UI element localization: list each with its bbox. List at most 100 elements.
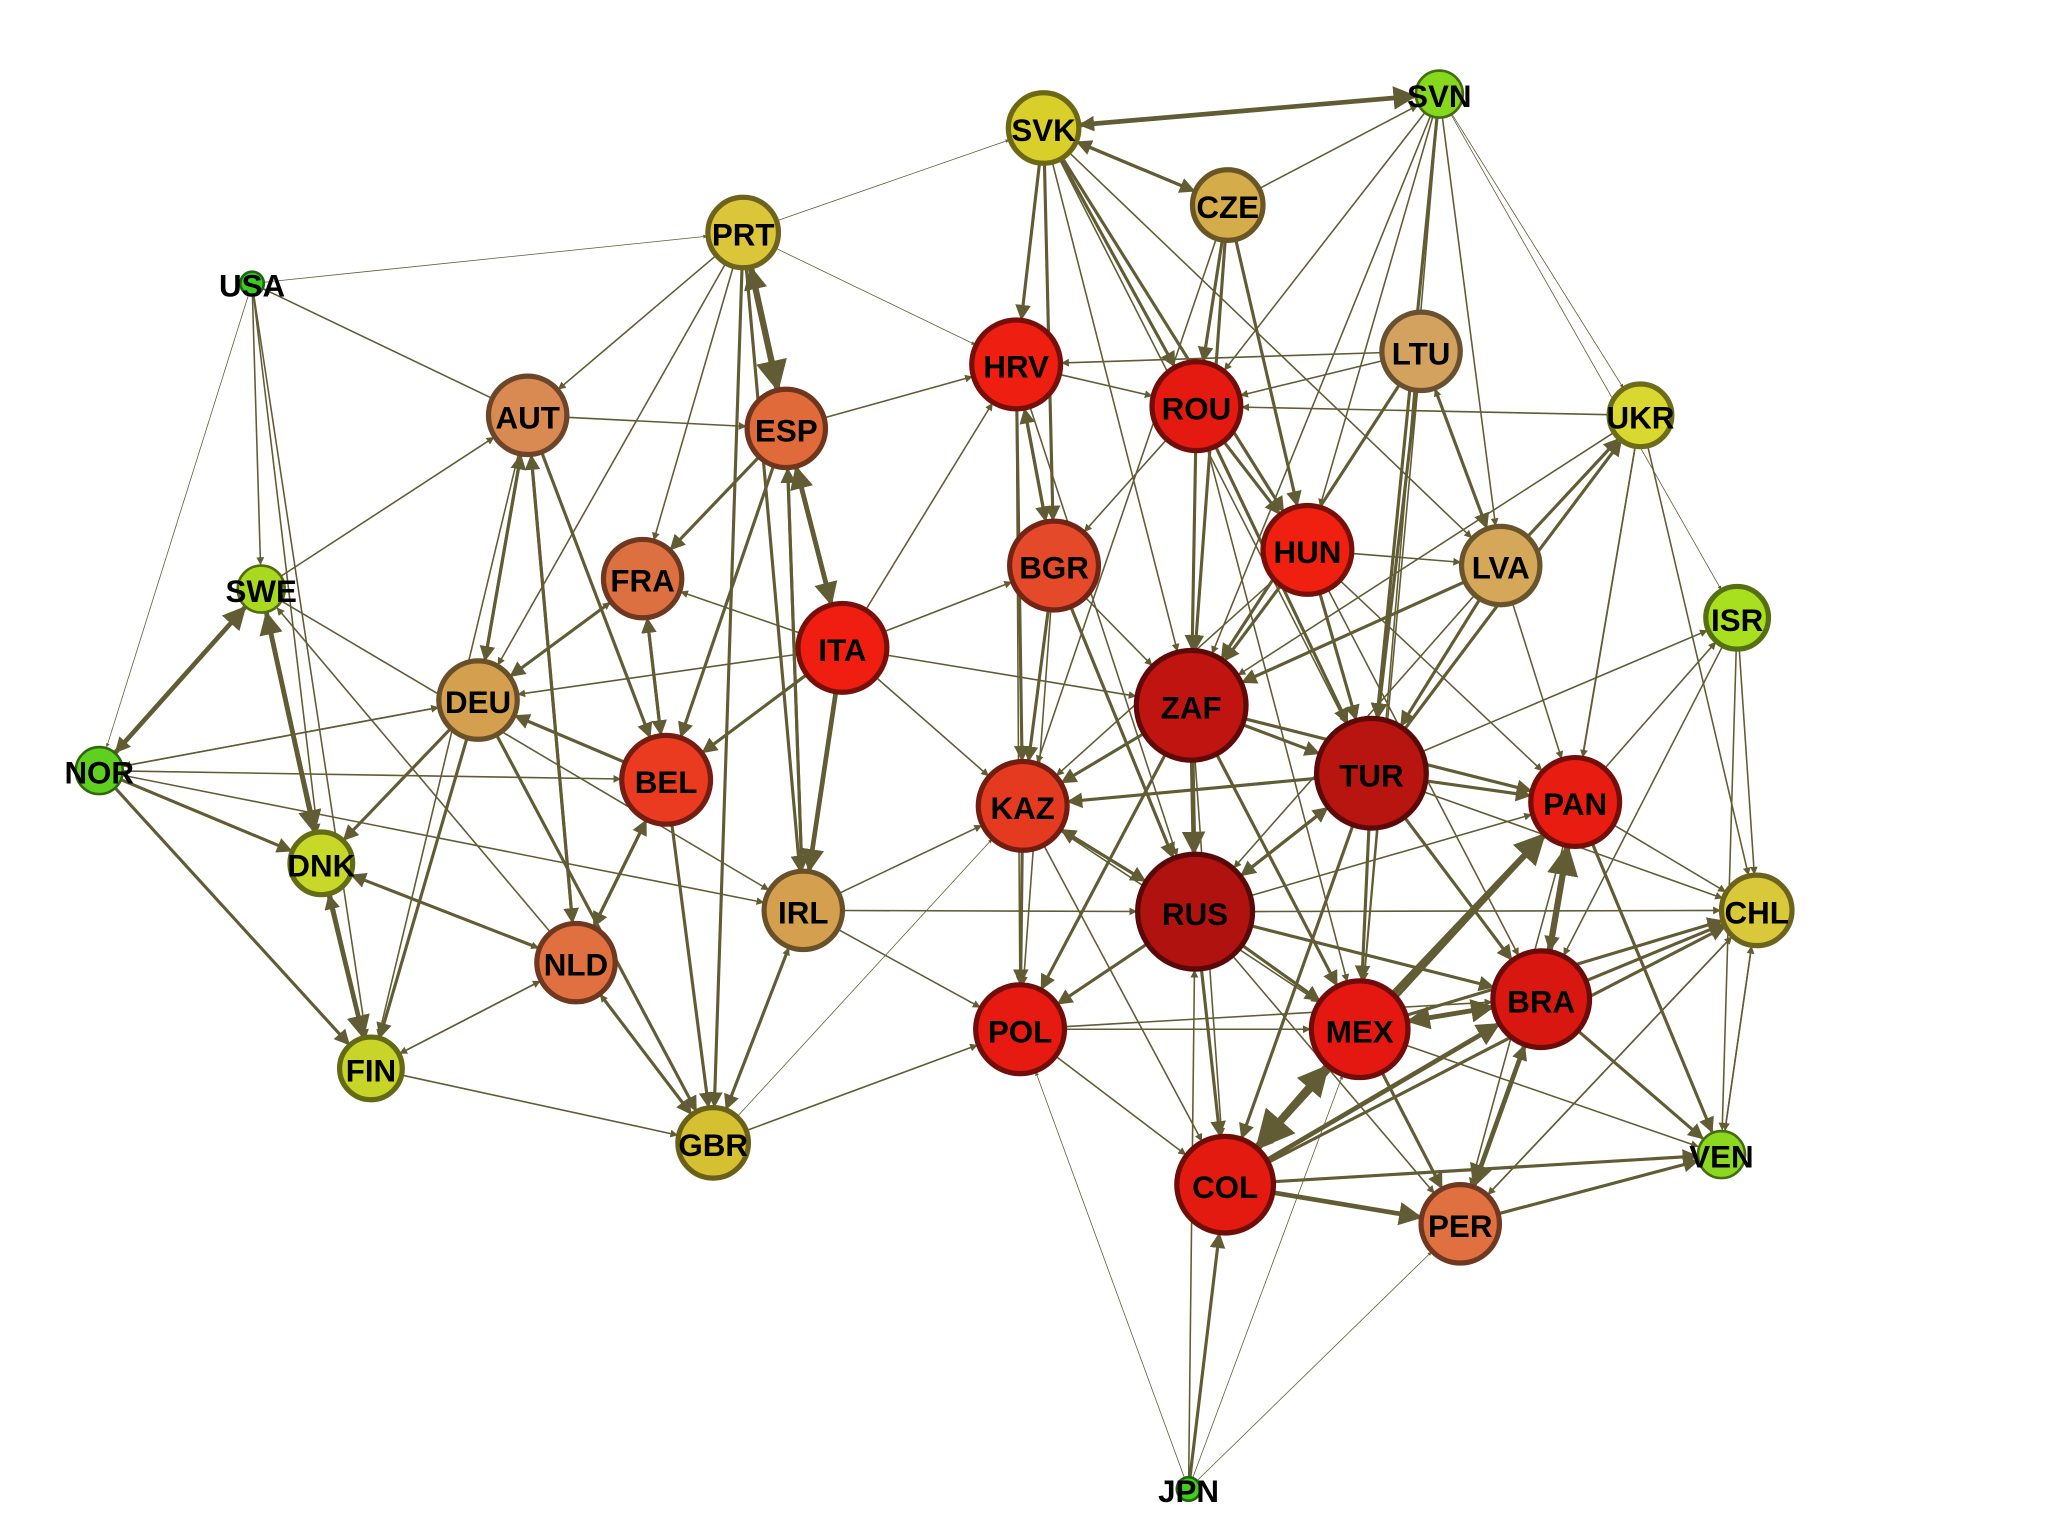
node-mex[interactable]: MEX	[1308, 978, 1411, 1081]
node-pan[interactable]: PAN	[1528, 754, 1623, 849]
node-jpn[interactable]: JPN	[1158, 1474, 1219, 1509]
node-circle[interactable]	[436, 658, 520, 742]
edge-dnk-nld	[350, 874, 540, 949]
node-deu[interactable]: DEU	[436, 658, 520, 742]
node-circle[interactable]	[1313, 715, 1429, 831]
node-circle[interactable]	[1703, 583, 1772, 652]
node-circle[interactable]	[239, 270, 266, 297]
node-circle[interactable]	[1149, 359, 1244, 454]
edge-tur-bra	[1403, 816, 1513, 961]
node-gbr[interactable]: GBR	[675, 1104, 752, 1181]
node-circle[interactable]	[1135, 851, 1256, 972]
node-circle[interactable]	[761, 868, 846, 953]
edge-rus-tur	[1239, 806, 1329, 878]
node-circle[interactable]	[675, 1104, 752, 1181]
node-circle[interactable]	[485, 373, 570, 458]
node-rou[interactable]: ROU	[1149, 359, 1244, 454]
edge-deu-fin	[376, 737, 469, 1039]
node-isr[interactable]: ISR	[1703, 583, 1772, 652]
node-circle[interactable]	[74, 745, 125, 796]
node-chl[interactable]: CHL	[1718, 872, 1795, 949]
node-svk[interactable]: SVK	[1005, 90, 1082, 166]
node-ukr[interactable]: UKR	[1606, 381, 1675, 450]
node-circle[interactable]	[744, 386, 829, 471]
node-swe[interactable]: SWE	[226, 564, 297, 614]
node-ven[interactable]: VEN	[1689, 1129, 1754, 1180]
edge-aut-fin	[376, 453, 520, 1038]
node-circle[interactable]	[975, 758, 1070, 853]
node-cze[interactable]: CZE	[1189, 167, 1266, 243]
node-circle[interactable]	[1696, 1129, 1747, 1180]
node-circle[interactable]	[1308, 978, 1411, 1081]
node-circle[interactable]	[1414, 69, 1465, 119]
node-circle[interactable]	[1174, 1133, 1277, 1236]
edge-pan-chl	[1612, 824, 1727, 893]
node-bra[interactable]: BRA	[1490, 948, 1593, 1051]
node-circle[interactable]	[795, 600, 890, 695]
node-circle[interactable]	[534, 920, 618, 1005]
node-circle[interactable]	[1490, 948, 1593, 1051]
node-ltu[interactable]: LTU	[1379, 309, 1463, 394]
node-usa[interactable]: USA	[219, 269, 285, 304]
node-circle[interactable]	[600, 536, 685, 621]
node-circle[interactable]	[1133, 647, 1249, 763]
node-aut[interactable]: AUT	[485, 373, 570, 458]
node-label: ISR	[1711, 603, 1763, 638]
edge-col-per	[1272, 1190, 1423, 1226]
node-ita[interactable]: ITA	[795, 600, 890, 695]
node-esp[interactable]: ESP	[744, 386, 829, 471]
node-nor[interactable]: NOR	[64, 745, 134, 796]
edge-svk-hun	[1060, 157, 1285, 513]
node-circle[interactable]	[1718, 872, 1795, 949]
node-circle[interactable]	[287, 829, 356, 898]
node-tur[interactable]: TUR	[1313, 715, 1429, 831]
edge-prt-fra	[652, 266, 735, 541]
node-label: ESP	[755, 414, 818, 449]
node-zaf[interactable]: ZAF	[1133, 647, 1249, 763]
node-rus[interactable]: RUS	[1135, 851, 1256, 972]
node-circle[interactable]	[969, 317, 1064, 412]
node-label: LTU	[1392, 336, 1451, 371]
node-circle[interactable]	[1007, 518, 1102, 613]
node-prt[interactable]: PRT	[705, 194, 782, 271]
node-circle[interactable]	[619, 732, 714, 827]
node-circle[interactable]	[973, 982, 1068, 1077]
edge-gbr-pol	[745, 1043, 978, 1132]
node-circle[interactable]	[1189, 167, 1266, 243]
edge-mex-per	[1380, 1071, 1444, 1190]
edge-ita-irl	[800, 691, 839, 873]
node-circle[interactable]	[1528, 754, 1623, 849]
node-circle[interactable]	[705, 194, 782, 271]
node-circle[interactable]	[1606, 381, 1675, 450]
node-circle[interactable]	[1379, 309, 1463, 394]
node-circle[interactable]	[1005, 90, 1082, 166]
edge-cze-svn	[1258, 104, 1419, 190]
node-dnk[interactable]: DNK	[287, 829, 356, 898]
node-kaz[interactable]: KAZ	[975, 758, 1070, 853]
node-bel[interactable]: BEL	[619, 732, 714, 827]
node-circle[interactable]	[236, 564, 287, 614]
node-irl[interactable]: IRL	[761, 868, 846, 953]
node-hun[interactable]: HUN	[1260, 502, 1355, 597]
node-hrv[interactable]: HRV	[969, 317, 1064, 412]
node-pol[interactable]: POL	[973, 982, 1068, 1077]
edge-per-bra	[1472, 1044, 1527, 1188]
node-circle[interactable]	[1418, 1182, 1503, 1266]
node-circle[interactable]	[336, 1034, 405, 1103]
node-lva[interactable]: LVA	[1458, 523, 1543, 608]
node-label: VEN	[1689, 1140, 1753, 1175]
node-per[interactable]: PER	[1418, 1182, 1503, 1266]
node-circle[interactable]	[1260, 502, 1355, 597]
node-fra[interactable]: FRA	[600, 536, 685, 621]
edge-hun-lva	[1351, 552, 1462, 566]
node-circle[interactable]	[1458, 523, 1543, 608]
node-fin[interactable]: FIN	[336, 1034, 405, 1103]
node-label: CHL	[1725, 895, 1789, 930]
node-label: SWE	[226, 574, 297, 609]
node-bgr[interactable]: BGR	[1007, 518, 1102, 613]
node-circle[interactable]	[1175, 1475, 1202, 1503]
node-nld[interactable]: NLD	[534, 920, 618, 1005]
node-col[interactable]: COL	[1174, 1133, 1277, 1236]
node-svn[interactable]: SVN	[1407, 69, 1472, 119]
